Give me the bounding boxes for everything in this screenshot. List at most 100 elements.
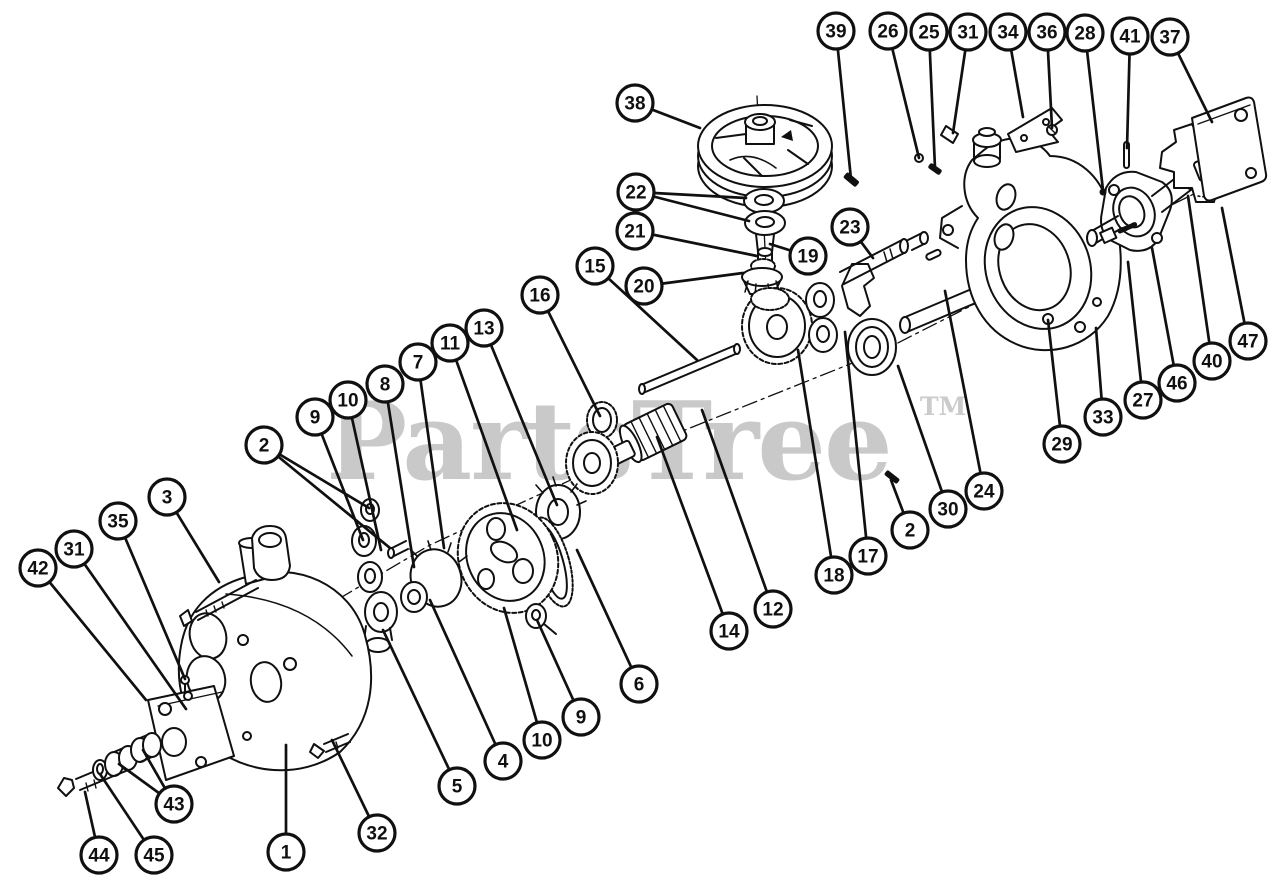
pulley-drawing xyxy=(697,104,833,208)
callout-15-15: 15 xyxy=(575,246,615,286)
woodruff-key-drawing xyxy=(925,248,942,261)
callout-8-20: 8 xyxy=(365,364,405,404)
leader-line-35 xyxy=(116,519,187,681)
callout-31-26: 31 xyxy=(54,529,94,569)
leader-line-16 xyxy=(538,293,602,418)
leader-line-18 xyxy=(796,348,836,577)
svg-text:31: 31 xyxy=(957,23,979,44)
input-shaft-stack-drawing xyxy=(741,188,786,296)
callout-24-44: 24 xyxy=(964,471,1004,511)
svg-text:9: 9 xyxy=(310,408,321,429)
callout-1-31: 1 xyxy=(266,832,306,872)
svg-text:20: 20 xyxy=(633,277,654,298)
leader-line-10 xyxy=(346,398,383,552)
svg-text:17: 17 xyxy=(857,547,878,568)
bearing-retainer-drawing xyxy=(1086,170,1173,252)
leader-line-46 xyxy=(1150,246,1179,385)
leader-line-28 xyxy=(1083,31,1105,192)
svg-text:31: 31 xyxy=(63,540,85,561)
svg-text:39: 39 xyxy=(825,22,846,43)
callout-38-9: 38 xyxy=(615,83,655,123)
callout-25-2: 25 xyxy=(909,12,949,52)
leader-line-2 xyxy=(262,443,371,510)
callout-19-12: 19 xyxy=(788,236,828,276)
leader-line-26 xyxy=(886,29,921,160)
svg-text:42: 42 xyxy=(27,559,48,580)
svg-text:19: 19 xyxy=(797,247,818,268)
svg-text:36: 36 xyxy=(1036,23,1057,44)
svg-text:13: 13 xyxy=(473,319,494,340)
svg-text:38: 38 xyxy=(624,94,645,115)
leader-line-21 xyxy=(633,229,759,258)
callout-47-50: 47 xyxy=(1228,321,1268,361)
callout-14-38: 14 xyxy=(709,611,749,651)
callout-4-34: 4 xyxy=(483,741,523,781)
callout-42-27: 42 xyxy=(18,548,58,588)
svg-text:34: 34 xyxy=(997,23,1019,44)
leader-line-15 xyxy=(593,264,699,362)
svg-text:37: 37 xyxy=(1159,28,1180,49)
callout-37-8: 37 xyxy=(1150,17,1190,57)
callout-35-25: 35 xyxy=(98,501,138,541)
svg-text:3: 3 xyxy=(162,488,173,509)
callout-10-21: 10 xyxy=(328,380,368,420)
leader-line-24 xyxy=(943,289,986,493)
cluster-gear-drawing xyxy=(741,287,813,365)
callout-18-40: 18 xyxy=(814,555,854,595)
svg-text:15: 15 xyxy=(584,257,606,278)
leader-line-4 xyxy=(428,598,505,763)
leader-line-40 xyxy=(1186,194,1214,363)
svg-text:22: 22 xyxy=(625,183,646,204)
detent-pin-drawing xyxy=(884,470,900,484)
shift-fork-drawing xyxy=(841,263,875,317)
svg-text:41: 41 xyxy=(1119,27,1141,48)
svg-text:33: 33 xyxy=(1092,408,1113,429)
clip-drawing xyxy=(940,125,959,144)
callout-7-19: 7 xyxy=(398,342,438,382)
svg-text:25: 25 xyxy=(918,23,940,44)
callout-43-30: 43 xyxy=(154,784,194,824)
callout-44-28: 44 xyxy=(79,835,119,875)
svg-text:10: 10 xyxy=(337,391,358,412)
callout-13-17: 13 xyxy=(464,308,504,348)
callout-31-3: 31 xyxy=(948,12,988,52)
svg-text:18: 18 xyxy=(823,566,844,587)
svg-text:2: 2 xyxy=(905,521,916,542)
right-housing-drawing xyxy=(939,127,1122,352)
leader-line-27 xyxy=(1126,260,1145,402)
callout-2-42: 2 xyxy=(890,510,930,550)
bearing-drawing xyxy=(847,318,897,376)
exploded-view-drawing xyxy=(57,95,1268,797)
callout-36-5: 36 xyxy=(1027,12,1067,52)
callout-21-11: 21 xyxy=(615,211,655,251)
callout-34-4: 34 xyxy=(988,12,1028,52)
right-mounting-plate-drawing xyxy=(1191,96,1268,202)
svg-text:24: 24 xyxy=(973,482,995,503)
svg-text:5: 5 xyxy=(452,777,463,798)
callout-22-10: 22 xyxy=(616,172,656,212)
left-mounting-plate-drawing xyxy=(147,685,235,781)
callout-3-24: 3 xyxy=(147,477,187,517)
pinion-gear-drawing xyxy=(565,401,619,495)
callout-23-14: 23 xyxy=(830,207,870,247)
leader-line-47 xyxy=(1220,206,1250,343)
svg-text:21: 21 xyxy=(624,222,646,243)
svg-text:7: 7 xyxy=(413,353,424,374)
bevel-pinion-drawing xyxy=(400,540,468,613)
leader-line-8 xyxy=(383,382,416,569)
leader-line-2 xyxy=(262,443,392,550)
svg-text:16: 16 xyxy=(529,286,550,307)
clamp-bracket-drawing xyxy=(179,525,291,627)
callout-16-16: 16 xyxy=(520,275,560,315)
svg-text:46: 46 xyxy=(1166,374,1187,395)
svg-text:47: 47 xyxy=(1237,332,1258,353)
leader-line-13 xyxy=(482,326,559,507)
leader-line-17 xyxy=(843,330,870,558)
callout-40-49: 40 xyxy=(1192,341,1232,381)
svg-text:1: 1 xyxy=(281,843,292,864)
callout-12-39: 12 xyxy=(753,589,793,629)
svg-text:43: 43 xyxy=(163,795,184,816)
bolt-washer-bushings-drawing xyxy=(57,732,162,797)
svg-text:27: 27 xyxy=(1132,391,1153,412)
leader-line-14 xyxy=(655,435,731,633)
